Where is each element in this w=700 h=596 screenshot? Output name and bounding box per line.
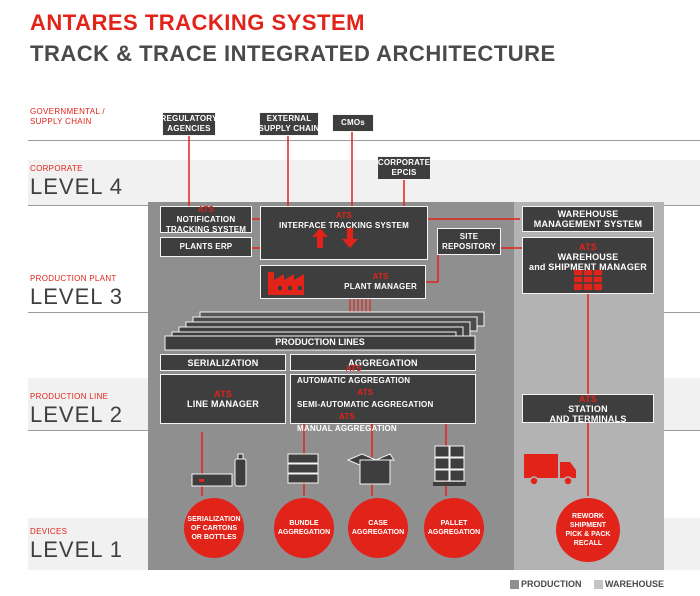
legend-warehouse-swatch bbox=[594, 580, 603, 589]
interface-tracking-system-box: ATS INTERFACE TRACKING SYSTEM bbox=[260, 206, 428, 260]
wms-label-b: MANAGEMENT SYSTEM bbox=[533, 219, 643, 229]
device-circle-serialization: SERIALIZATION OF CARTONS OR BOTTLES bbox=[184, 498, 244, 558]
cmos-box: CMOs bbox=[332, 114, 374, 132]
tracking-system-label: TRACKING SYSTEM bbox=[165, 224, 247, 234]
level-3-label: LEVEL 3 bbox=[30, 284, 124, 309]
terminals-label: AND TERMINALS bbox=[549, 413, 627, 424]
bundle-icon bbox=[287, 453, 319, 484]
legend-production-label: PRODUCTION bbox=[521, 579, 582, 589]
pallet-icon bbox=[433, 445, 466, 486]
device-circle-case: CASE AGGREGATION bbox=[348, 498, 408, 558]
semi-automatic-aggregation-label: SEMI-AUTOMATIC AGGREGATION bbox=[297, 400, 434, 409]
band-corporate bbox=[28, 160, 700, 205]
ats-tag: ATS bbox=[579, 393, 597, 404]
warehouse-shelves-icon bbox=[574, 270, 602, 290]
level-category-plant: PRODUCTION PLANT bbox=[30, 274, 117, 283]
up-down-arrows-icon bbox=[312, 228, 358, 248]
ats-tag: ATS bbox=[197, 204, 214, 214]
manual-aggregation-label: MANUAL AGGREGATION bbox=[297, 424, 397, 433]
serialization-header: SERIALIZATION bbox=[160, 354, 286, 371]
shipment-manager-label-b: and SHIPMENT MANAGER bbox=[528, 262, 647, 272]
device-circle-bundle: BUNDLE AGGREGATION bbox=[274, 498, 334, 558]
external-supply-chain-box: EXTERNAL SUPPLY CHAIN bbox=[258, 112, 319, 136]
aggregation-header: AGGREGATION bbox=[290, 354, 476, 371]
aggregation-types-box: ATS AUTOMATIC AGGREGATION ATS SEMI-AUTOM… bbox=[290, 364, 476, 433]
level-category-governmental: GOVERNMENTAL / SUPPLY CHAIN bbox=[30, 107, 105, 126]
line-manager-box: ATS LINE MANAGER bbox=[160, 374, 286, 424]
level-2-label: LEVEL 2 bbox=[30, 402, 124, 427]
separator-line bbox=[28, 140, 700, 141]
regulatory-agencies-box: REGULATORY AGENCIES bbox=[161, 112, 217, 136]
automatic-aggregation-label: AUTOMATIC AGGREGATION bbox=[297, 376, 411, 385]
ats-tag: ATS bbox=[357, 388, 374, 397]
ats-tag: ATS bbox=[335, 211, 352, 220]
level-1-label: LEVEL 1 bbox=[30, 537, 124, 562]
device-circle-rework: REWORK SHIPMENT PICK & PACK RECALL bbox=[556, 498, 620, 562]
plants-erp-box: PLANTS ERP bbox=[160, 237, 252, 257]
legend-warehouse-label: WAREHOUSE bbox=[605, 579, 665, 589]
device-circle-pallet: PALLET AGGREGATION bbox=[424, 498, 484, 558]
notification-label: NOTIFICATION bbox=[176, 214, 236, 224]
level-category-line: PRODUCTION LINE bbox=[30, 392, 109, 401]
production-lines-stack bbox=[164, 311, 485, 351]
interface-label: INTERFACE TRACKING SYSTEM bbox=[279, 221, 409, 230]
diagram-subtitle: TRACK & TRACE INTEGRATED ARCHITECTURE bbox=[30, 41, 556, 66]
warehouse-management-system-box: WAREHOUSE MANAGEMENT SYSTEM bbox=[522, 206, 654, 232]
production-lines-label: PRODUCTION LINES bbox=[275, 337, 365, 347]
level-category-devices: DEVICES bbox=[30, 527, 68, 536]
corporate-epcis-box: CORPORATE EPCIS bbox=[377, 156, 431, 180]
ats-tag: ATS bbox=[579, 242, 597, 252]
ats-tag: ATS bbox=[345, 364, 362, 373]
ats-tag: ATS bbox=[338, 412, 355, 421]
station-label: STATION bbox=[568, 403, 608, 414]
ats-tag: ATS bbox=[214, 389, 232, 399]
ats-tag: ATS bbox=[372, 272, 389, 281]
case-box-icon bbox=[346, 453, 395, 485]
level-category-corporate: CORPORATE bbox=[30, 164, 83, 173]
site-repository-box: SITE REPOSITORY bbox=[437, 228, 501, 255]
truck-icon bbox=[524, 454, 576, 486]
legend-production-swatch bbox=[510, 580, 519, 589]
plant-manager-label: PLANT MANAGER bbox=[344, 282, 417, 291]
factory-icon bbox=[268, 272, 304, 295]
diagram-title: ANTARES TRACKING SYSTEM bbox=[30, 10, 365, 35]
level-4-label: LEVEL 4 bbox=[30, 174, 124, 199]
line-manager-label: LINE MANAGER bbox=[187, 399, 259, 409]
carton-bottle-icon bbox=[191, 453, 247, 487]
wms-label-a: WAREHOUSE bbox=[557, 209, 619, 219]
shipment-manager-label-a: WAREHOUSE bbox=[557, 252, 619, 262]
station-and-terminals-box: ATS STATION AND TERMINALS bbox=[522, 393, 654, 424]
notification-tracking-system-box: ATS NOTIFICATION TRACKING SYSTEM bbox=[160, 204, 252, 234]
